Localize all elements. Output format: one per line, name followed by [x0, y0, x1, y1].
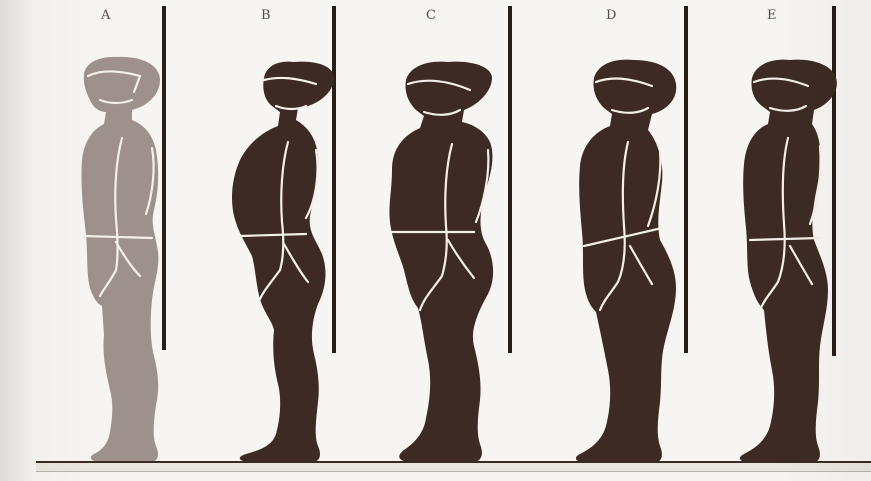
body-e — [740, 60, 837, 463]
body-d — [576, 60, 676, 463]
body-a — [81, 57, 160, 462]
floor-line — [36, 461, 871, 472]
silhouette-c — [389, 62, 493, 462]
body-c — [389, 62, 493, 462]
body-b — [232, 62, 334, 462]
silhouette-e — [740, 60, 837, 463]
silhouette-d — [576, 60, 676, 463]
silhouette-a — [81, 57, 160, 462]
silhouette-b — [232, 62, 334, 462]
